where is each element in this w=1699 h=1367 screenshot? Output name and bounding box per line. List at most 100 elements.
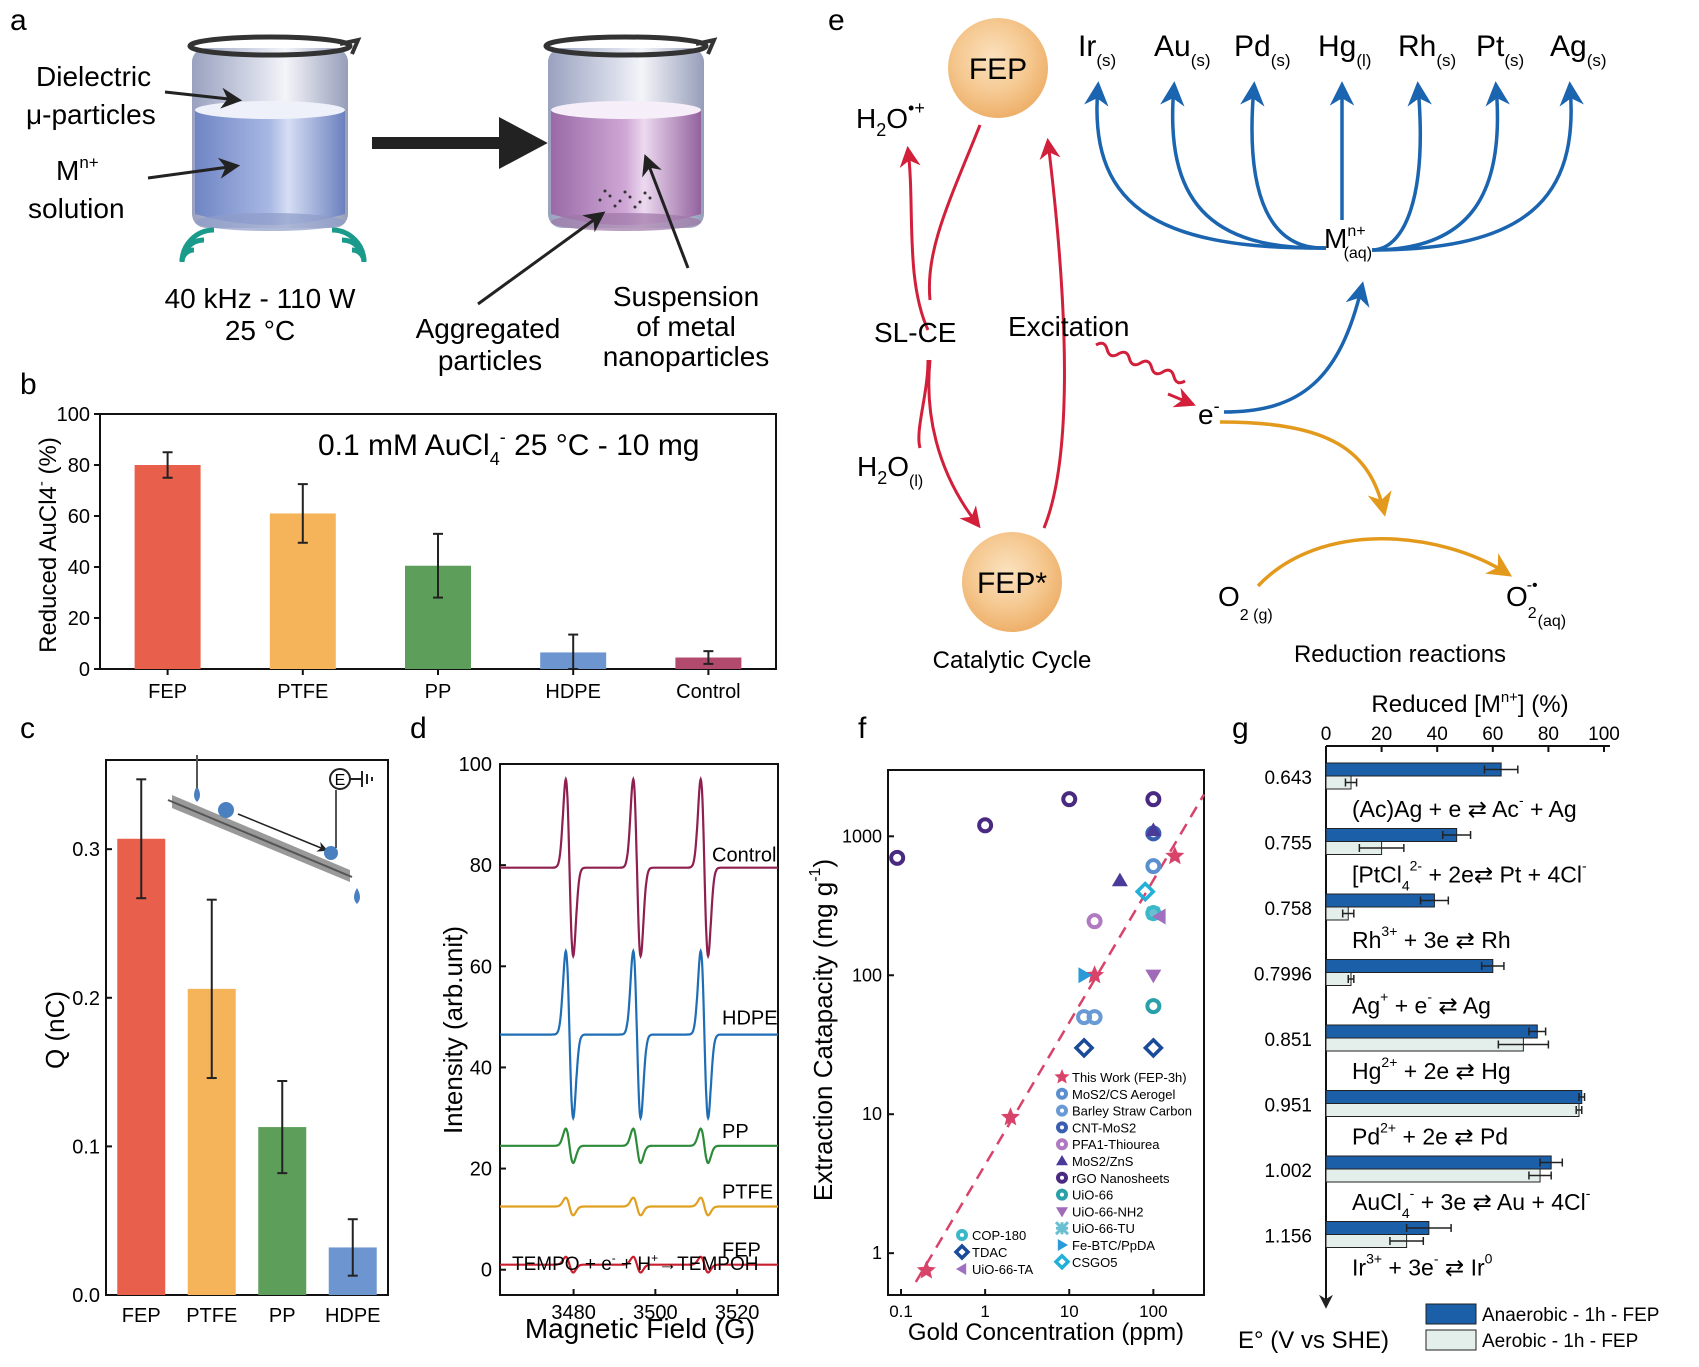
- bar-aerobic: [1325, 1103, 1580, 1117]
- x-tick-label: 0.1: [889, 1302, 913, 1321]
- fep-label: FEP: [969, 53, 1027, 86]
- panel-f-x-label: Gold Concentration (ppm): [908, 1319, 1184, 1346]
- marker-ring: [1086, 1009, 1103, 1026]
- marker-diamond: [1142, 1037, 1164, 1059]
- superoxide-label: O2-•(aq): [1506, 577, 1566, 630]
- fep-excited-state: [962, 532, 1062, 632]
- marker-triangle-left: [1152, 908, 1166, 925]
- excitation-label: Excitation: [1008, 311, 1129, 342]
- panel-g-bars: (Ac)Ag + e ⇄ Ac- + Ag[PtCl42- + 2e⇄ Pt +…: [1325, 762, 1591, 1281]
- h2o-liquid-label: H2O(l): [857, 451, 923, 490]
- dielectric-label: Dielectric: [36, 61, 151, 92]
- ion-label: Mn+: [56, 153, 99, 186]
- panel-a: Dielectric μ-particles Mn+ solution 40 k…: [26, 34, 769, 376]
- beaker-initial: [187, 34, 362, 231]
- spectrum-hdpe: [500, 948, 778, 1122]
- y-tick-label: 60: [68, 506, 90, 528]
- marker-ring: [1145, 998, 1162, 1015]
- marker-triangle-up: [1111, 872, 1128, 887]
- panel-d-frame: [499, 763, 779, 1296]
- marker-triangle-left: [956, 1263, 967, 1275]
- o2-gas-label: O2 (g): [1218, 581, 1273, 624]
- bar-anaerobic: [1325, 762, 1502, 777]
- marker-cross: [1054, 1221, 1070, 1236]
- y-tick-label: 0.758: [1264, 899, 1312, 920]
- y-tick-label: 20: [470, 1159, 492, 1181]
- marker-ring: [977, 817, 994, 834]
- legend-swatch: [1425, 1329, 1477, 1351]
- y-tick-label: 0.1: [72, 1136, 100, 1158]
- y-tick-label: 0.0: [72, 1285, 100, 1307]
- y-tick-label: 80: [470, 855, 492, 877]
- y-tick-label: 0.7996: [1254, 965, 1312, 986]
- of-metal-label: of metal: [636, 311, 736, 342]
- reaction-label: AuCl4- + 3e ⇄ Au + 4Cl-: [1352, 1185, 1591, 1221]
- y-tick-label: 0.755: [1264, 834, 1312, 855]
- marker-triangle-right: [1078, 967, 1093, 984]
- particles-label: μ-particles: [26, 99, 156, 130]
- x-tick-label: 80: [1538, 724, 1559, 745]
- bar-aerobic: [1325, 1037, 1524, 1052]
- x-tick-label: HDPE: [545, 681, 601, 703]
- series-label-ptfe: PTFE: [722, 1182, 773, 1204]
- legend-label: COP-180: [972, 1228, 1026, 1243]
- bar-aerobic: [1325, 1168, 1541, 1183]
- legend-label: UiO-66-TA: [972, 1262, 1033, 1277]
- aggregated-label: Aggregated: [416, 313, 561, 344]
- marker-ring: [1056, 1188, 1068, 1201]
- catalytic-cycle-label: Catalytic Cycle: [933, 647, 1092, 674]
- y-tick-label: 100: [852, 965, 882, 985]
- x-tick-label: 40: [1427, 724, 1448, 745]
- marker-cross: [1145, 905, 1162, 922]
- panel-f-fit-line: [914, 793, 1206, 1283]
- x-tick-label: 20: [1371, 724, 1392, 745]
- panel-g-y-label: E° (V vs SHE): [1238, 1327, 1389, 1354]
- y-tick-label: 0.643: [1264, 768, 1312, 789]
- x-tick-label: PTFE: [277, 681, 328, 703]
- marker-diamond: [1134, 881, 1156, 903]
- panel-letter-c: c: [20, 712, 35, 745]
- marker-ring: [1145, 858, 1162, 875]
- marker-ring: [1056, 1121, 1068, 1134]
- legend-label: This Work (FEP-3h): [1072, 1070, 1187, 1085]
- metal-ion-label: Mn+(aq): [1324, 223, 1372, 262]
- reaction-label: Hg2+ + 2e ⇄ Hg: [1352, 1054, 1511, 1084]
- marker-star: [916, 1260, 936, 1279]
- ultrasound-wave-icon: [179, 227, 367, 263]
- process-arrow: [372, 117, 548, 169]
- marker-ring: [956, 1229, 968, 1241]
- arrow-to-rh: [1371, 81, 1432, 252]
- bar-anaerobic: [1325, 959, 1494, 973]
- y-tick-label: 0: [79, 659, 90, 681]
- panel-b-y-label: Reduced AuCl4- (%): [33, 437, 62, 653]
- legend-label: Fe-BTC/PpDA: [1072, 1238, 1155, 1253]
- marker-star: [1085, 965, 1105, 984]
- bar-anaerobic: [1325, 828, 1458, 842]
- x-tick-label: 3520: [715, 1302, 760, 1324]
- y-tick-label: 100: [57, 404, 90, 426]
- marker-triangle-up: [1145, 822, 1162, 837]
- legend-label: UiO-66: [1072, 1188, 1113, 1203]
- panel-f-legend: This Work (FEP-3h)MoS2/CS AerogelBarley …: [953, 1069, 1192, 1277]
- bar-anaerobic: [1325, 1090, 1583, 1104]
- slce-label: SL-CE: [874, 317, 956, 348]
- panel-letter-b: b: [20, 368, 37, 401]
- y-tick-label: 1.156: [1264, 1227, 1312, 1248]
- aggregated-particles-dots: [598, 189, 652, 209]
- y-tick-label: 0.851: [1264, 1030, 1312, 1051]
- bar-aerobic: [1325, 972, 1352, 986]
- panel-c-inset-schematic: E: [167, 755, 373, 904]
- solution-label: solution: [28, 193, 125, 224]
- y-tick-label: 20: [68, 608, 90, 630]
- legend-label: MoS2/ZnS: [1072, 1154, 1134, 1169]
- panel-d-annotation: TEMPO + e- + H+→TEMPOH: [512, 1251, 758, 1275]
- y-tick-label: 100: [459, 754, 492, 776]
- bar-anaerobic: [1325, 1155, 1552, 1170]
- legend-label: UiO-66-NH2: [1072, 1204, 1144, 1219]
